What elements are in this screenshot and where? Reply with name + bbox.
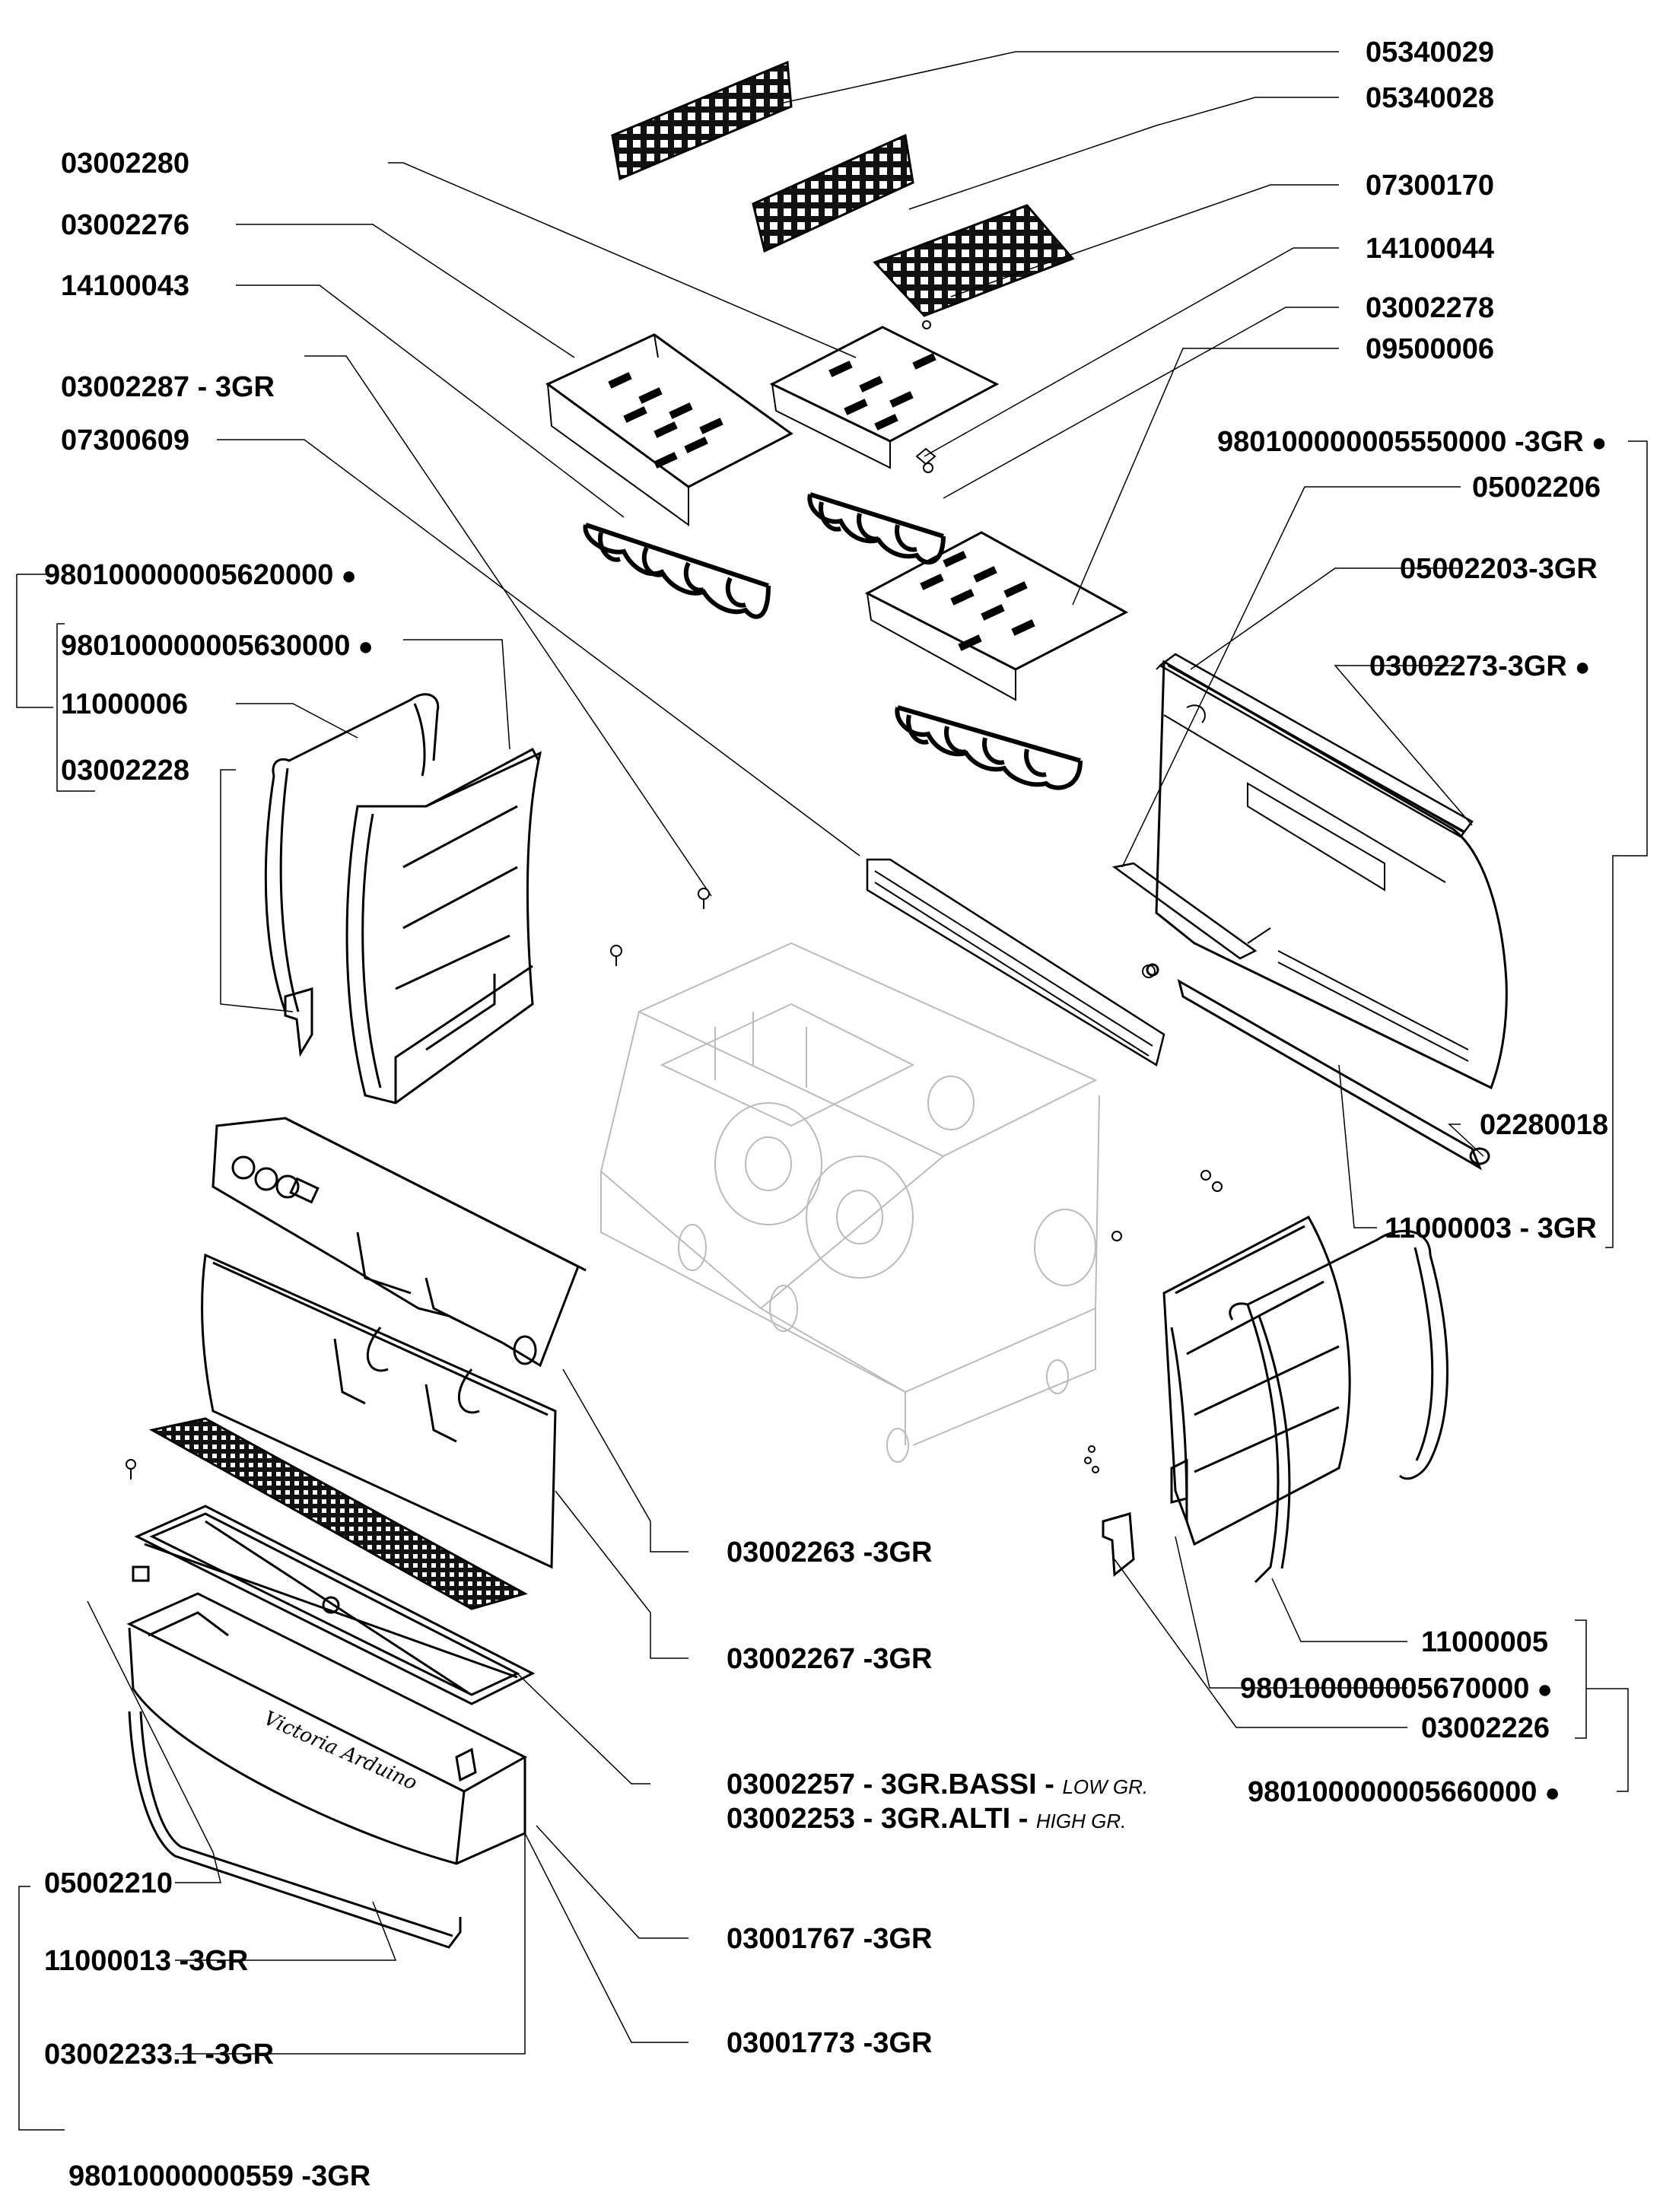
label-07300170: 07300170 [1366, 170, 1495, 202]
note-high-gr: HIGH GR. [1035, 1810, 1127, 1832]
label-09500006: 09500006 [1366, 333, 1495, 365]
assembly-dot: ● [358, 632, 374, 661]
assembly-dot: ● [1544, 1778, 1560, 1807]
label-11000003: 11000003 - 3GR [1385, 1212, 1597, 1244]
label-03002253: 03002253 - 3GR.ALTI - HIGH GR. [727, 1803, 1127, 1835]
label-980100000005620000: 980100000005620000● [44, 559, 357, 591]
label-03002278: 03002278 [1366, 292, 1495, 324]
label-11000006: 11000006 [61, 688, 188, 720]
assembly-dot: ● [341, 561, 357, 590]
note-low-gr: LOW GR. [1062, 1775, 1149, 1798]
assembly-dot: ● [1574, 653, 1591, 682]
right-side-panel-03002273 [1155, 659, 1508, 1090]
right-foot-03002226 [1102, 1512, 1135, 1577]
heater-14100044 [807, 492, 946, 565]
label-980100000005630000: 980100000005630000● [61, 630, 374, 662]
label-980100000005660000: 980100000005660000● [1248, 1776, 1560, 1808]
label-03002287: 03002287 - 3GR [61, 371, 275, 403]
rear-strip-07300609 [866, 858, 1165, 1066]
label-03002233: 03002233.1 -3GR [44, 2039, 275, 2071]
label-980100000005550000: 980100000005550000 -3GR● [1217, 426, 1607, 458]
rod-11000003 [1146, 963, 1490, 1171]
right-rail-11000005 [1229, 1229, 1448, 1584]
top-rail-05002203 [1158, 653, 1474, 838]
left-side-panel-03002228 [345, 747, 542, 1104]
cup-grid-05340029 [611, 60, 793, 181]
label-05002206: 05002206 [1472, 472, 1601, 504]
label-980100000005670000: 980100000005670000● [1240, 1673, 1553, 1705]
label-14100044: 14100044 [1366, 233, 1495, 265]
label-05002210: 05002210 [44, 1867, 173, 1899]
label-05002203: 05002203-3GR [1400, 553, 1598, 585]
label-14100043: 14100043 [61, 270, 190, 302]
assembly-dot: ● [1537, 1675, 1553, 1704]
label-05340028: 05340028 [1366, 82, 1495, 114]
label-03001773: 03001773 -3GR [727, 2027, 933, 2059]
heater-09500006 [895, 705, 1083, 790]
label-03002257: 03002257 - 3GR.BASSI - LOW GR. [727, 1769, 1149, 1800]
label-05340029: 05340029 [1366, 37, 1495, 68]
label-98010000000559: 98010000000559 -3GR [68, 2160, 371, 2192]
drip-rod-11000013 [128, 1711, 462, 1949]
front-lower-panel-03002267 [201, 1253, 557, 1569]
label-02280018: 02280018 [1480, 1109, 1609, 1141]
brand-engraving: Victoria Arduino [260, 1707, 421, 1795]
label-11000005: 11000005 [1421, 1626, 1548, 1658]
cup-grid-07300170 [873, 204, 1075, 317]
drip-base-03001773 [126, 1592, 528, 1865]
tray-03002280 [769, 326, 1000, 469]
machine-body [599, 942, 1100, 1463]
front-upper-panel-03002263 [211, 1117, 587, 1368]
label-03002280: 03002280 [61, 148, 190, 180]
screw-07300170 [915, 320, 936, 473]
drip-plate-05002206 [1111, 862, 1258, 960]
tray-03002276 [545, 333, 793, 526]
drip-clip-03002233 [132, 1565, 477, 1782]
assembly-dot: ● [1591, 428, 1607, 457]
left-rail-11000006 [264, 693, 440, 1012]
screws-misc [126, 888, 1223, 1479]
foot-03002228 [284, 987, 313, 1057]
label-03002263: 03002263 -3GR [727, 1537, 933, 1568]
label-07300609: 07300609 [61, 424, 190, 456]
label-03001767: 03001767 -3GR [727, 1923, 933, 1955]
heater-14100043 [583, 523, 771, 619]
label-03002267: 03002267 -3GR [727, 1643, 933, 1675]
label-11000013: 11000013 -3GR [44, 1945, 249, 1977]
drip-grid-03002257 [148, 1417, 528, 1610]
label-03002228: 03002228 [61, 755, 190, 787]
tray-03002278 [864, 531, 1129, 701]
label-03002226: 03002226 [1421, 1712, 1550, 1744]
cup-grid-05340028 [752, 133, 914, 253]
label-03002273: 03002273-3GR● [1369, 650, 1591, 682]
right-front-panel-03002226 [1162, 1215, 1351, 1546]
leader-lines [16, 51, 1648, 2131]
label-03002276: 03002276 [61, 209, 190, 241]
